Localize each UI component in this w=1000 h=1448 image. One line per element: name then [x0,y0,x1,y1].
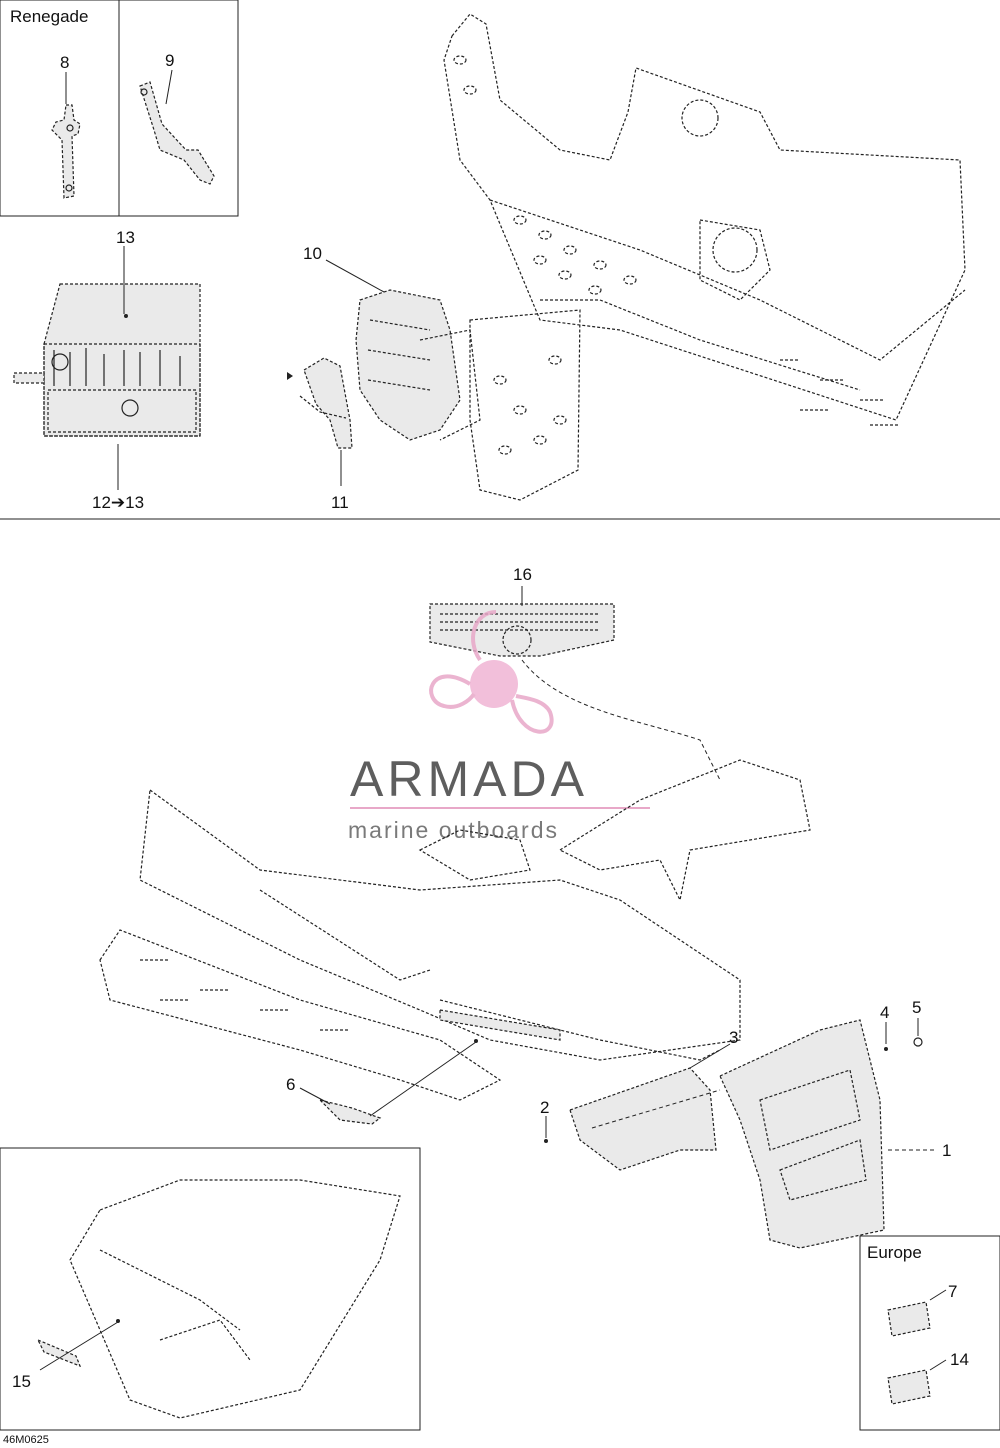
callout-4: 4 [880,1003,889,1022]
callout-12-13: 12➔13 [92,493,144,512]
callout-1: 1 [942,1141,951,1160]
part-9-bracket [139,81,215,185]
callout-8: 8 [60,53,69,72]
callout-9: 9 [165,51,174,70]
europe-inset: Europe [859,1235,1000,1431]
renegade-title: Renegade [10,7,88,26]
part-1-snow-flap [719,1019,885,1249]
callout-2: 2 [540,1098,549,1117]
callout-5: 5 [912,998,921,1017]
watermark-tagline: marine outboards [348,817,559,843]
callout-15: 15 [12,1372,31,1391]
part-16-label [429,603,615,657]
part-13-tool-kit [13,283,201,437]
callout-7: 7 [948,1282,957,1301]
callout-6: 6 [286,1075,295,1094]
armada-logo [429,610,554,734]
upper-frame-assembly [443,13,966,501]
part-3-plate [569,1067,717,1171]
callout-3: 3 [729,1028,738,1047]
lower-frame-assembly [99,759,811,1101]
callout-10: 10 [303,244,322,263]
europe-title: Europe [867,1243,922,1262]
callout-14: 14 [950,1350,969,1369]
watermark-brand: ARMADA [350,751,588,807]
part-15-inset [0,1147,421,1431]
part-8-bracket [51,104,81,199]
callout-13: 13 [116,228,135,247]
part-11-strap [299,357,353,449]
callout-11: 11 [331,493,349,512]
renegade-inset: Renegade [0,0,239,217]
part-10-cover [355,289,481,441]
figure-code: 46M0625 [3,1434,49,1446]
part-6-bracket [318,1098,382,1125]
callout-16: 16 [513,565,532,584]
